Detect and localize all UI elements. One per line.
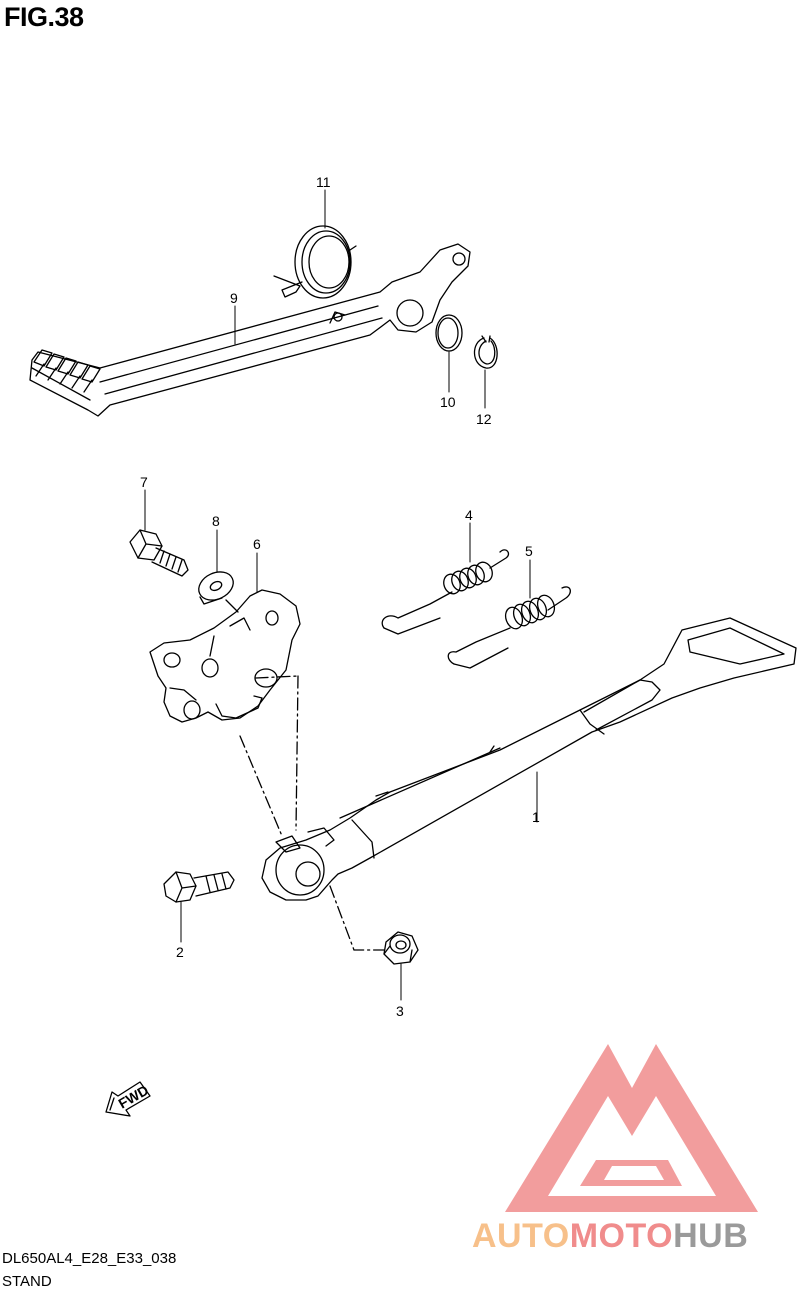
callout-5: 5 — [525, 543, 533, 559]
automotohub-logo — [505, 1044, 758, 1212]
callout-11: 11 — [316, 174, 331, 190]
figure-title: FIG.38 — [4, 2, 84, 32]
bolt-part-7 — [129, 529, 189, 577]
circlip-part-12 — [473, 335, 498, 369]
wordmark-auto: AUTO — [472, 1217, 570, 1255]
callout-labels: 1 2 3 4 5 6 7 8 9 10 11 12 — [140, 174, 540, 1019]
section-name: STAND — [2, 1273, 52, 1290]
fwd-arrow-icon: FWD — [105, 1081, 151, 1117]
washer-part-10 — [435, 314, 463, 352]
assembly-guide-lines — [239, 675, 385, 951]
callout-4: 4 — [465, 507, 473, 523]
spring-part-11 — [273, 225, 357, 299]
spring-part-4 — [381, 549, 510, 635]
callout-12: 12 — [476, 411, 492, 427]
stand-part-1 — [261, 617, 797, 901]
pedal-part-9 — [29, 243, 471, 417]
callout-8: 8 — [212, 513, 220, 529]
washer-part-8 — [198, 571, 234, 605]
callout-6: 6 — [253, 536, 261, 552]
spring-part-5 — [447, 586, 571, 669]
callout-1: 1 — [532, 809, 540, 825]
diagram-code: DL650AL4_E28_E33_038 — [2, 1250, 177, 1267]
leader-lines — [144, 189, 538, 1001]
callout-10: 10 — [440, 394, 456, 410]
pedal-pad — [31, 349, 101, 401]
nut-part-3 — [383, 931, 419, 965]
bolt-part-2 — [163, 871, 235, 903]
callout-9: 9 — [230, 290, 238, 306]
callout-7: 7 — [140, 474, 148, 490]
wordmark-hub: HUB — [673, 1217, 749, 1255]
bracket-part-6 — [149, 589, 301, 723]
wordmark-moto: MOTO — [569, 1217, 674, 1255]
callout-2: 2 — [176, 944, 184, 960]
automotohub-wordmark: AUTOMOTOHUB — [472, 1217, 748, 1256]
callout-3: 3 — [396, 1003, 404, 1019]
